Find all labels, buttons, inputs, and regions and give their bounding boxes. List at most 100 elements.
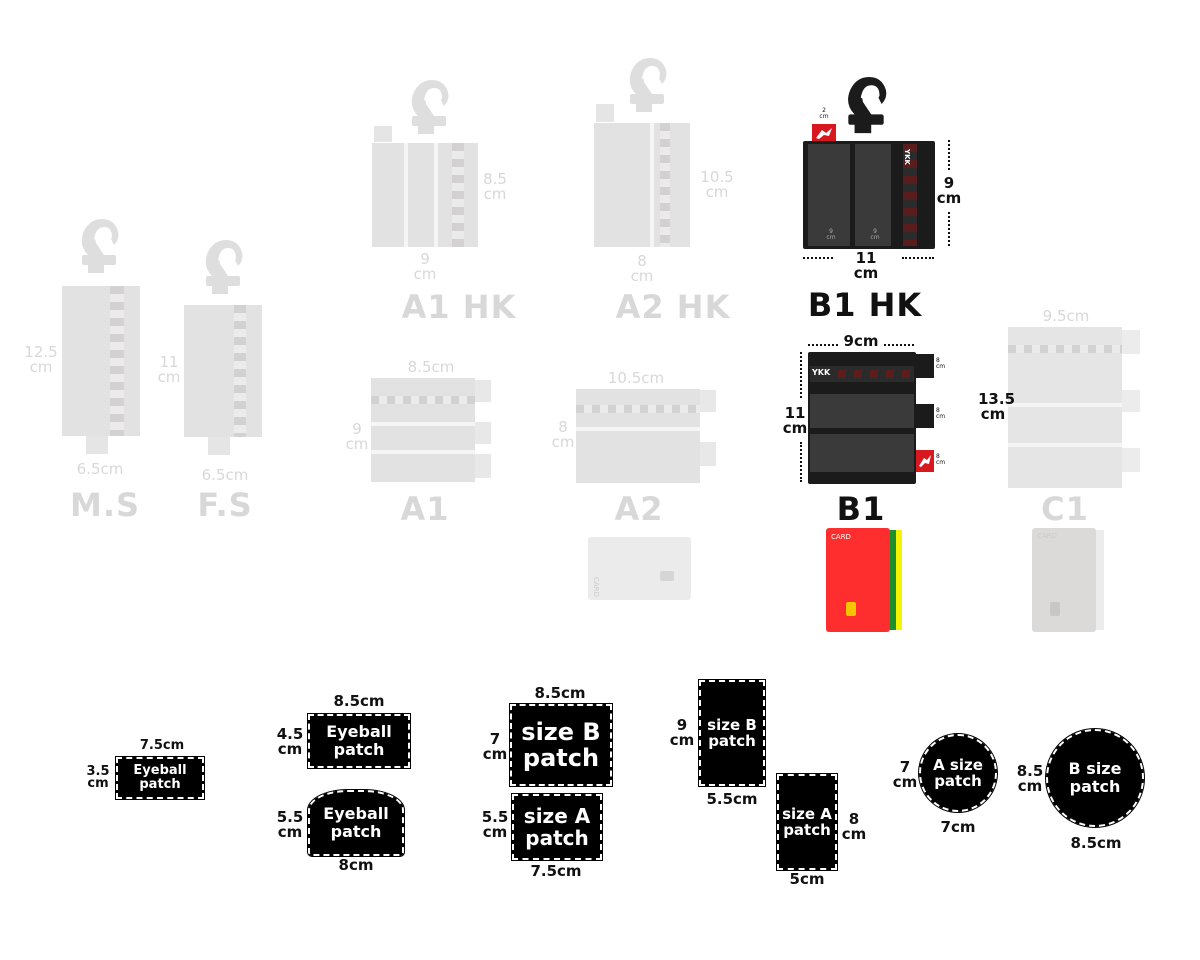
p1-width: 7.5cm [139, 738, 185, 753]
p4-text1: size B [521, 717, 601, 746]
a2-height-unit: cm [551, 433, 575, 451]
fs-width: 6.5cm [201, 466, 249, 484]
b1hk-height-unit: cm [936, 189, 962, 207]
wolf-logo-icon [812, 124, 836, 144]
hook-icon [74, 215, 124, 275]
p3-width: 8cm [338, 856, 374, 874]
c1-height: 13.5 [978, 390, 1016, 408]
b1hk-pocket-a-u: cm [826, 234, 836, 241]
a2hk-width: 8 [637, 252, 647, 270]
p1-text2: patch [139, 777, 181, 792]
p4-height-unit: cm [482, 745, 508, 763]
card-chip-icon [660, 571, 674, 581]
p3-text1: Eyeball [323, 804, 389, 824]
a1hk-width-unit: cm [413, 265, 437, 283]
a1-height-unit: cm [345, 435, 369, 453]
b1hk-body: YKK 9 cm 9 cm [803, 141, 935, 249]
a2hk-height: 10.5 [700, 168, 734, 186]
p7-text1: size A [782, 804, 832, 823]
fs-label: F.S [197, 486, 253, 524]
b1hk-width-unit: cm [853, 264, 879, 282]
b1hk-pocket-b: 9 [873, 228, 877, 235]
a2hk-label: A2 HK [615, 288, 731, 326]
p8-height: 7 [899, 758, 911, 776]
b1-width: 9cm [843, 332, 879, 350]
a2-body [576, 389, 700, 483]
card-chip-icon [1050, 602, 1060, 616]
c1-body [1008, 327, 1122, 488]
ykk-brand-label: YKK [812, 368, 831, 377]
ms-width: 6.5cm [76, 460, 124, 478]
b1-side-c: 8 [936, 453, 940, 460]
p5-width: 7.5cm [530, 862, 582, 880]
p8-height-unit: cm [892, 773, 918, 791]
p2-height: 4.5 [276, 725, 304, 743]
p6-width: 5.5cm [706, 790, 758, 808]
a1hk-body [372, 143, 478, 247]
a1hk-height-unit: cm [483, 185, 507, 203]
p2-text1: Eyeball [326, 722, 392, 742]
b1hk-pocket-b-u: cm [870, 234, 880, 241]
a1hk-height: 8.5 [483, 170, 507, 188]
p2-text2: patch [333, 740, 385, 759]
b1-height-unit: cm [782, 419, 808, 437]
p4-width: 8.5cm [534, 684, 586, 702]
p1-text1: Eyeball [133, 762, 187, 778]
a1-body [371, 378, 475, 482]
a2hk-width-unit: cm [630, 267, 654, 285]
p7-width: 5cm [789, 870, 825, 888]
p1-height-unit: cm [87, 776, 109, 791]
p9-text1: B size [1068, 759, 1122, 779]
b1-body: YKK [808, 352, 916, 484]
p8-width: 7cm [940, 818, 976, 836]
b1-card: CARD [826, 528, 902, 632]
b1-label: B1 [836, 490, 886, 528]
card-chip-icon [846, 602, 856, 616]
p2-width: 8.5cm [333, 692, 385, 710]
fs-height: 11 [159, 353, 179, 371]
p6-text2: patch [708, 732, 756, 750]
a1-height: 9 [352, 420, 362, 438]
p8-text2: patch [934, 772, 982, 790]
p9-text2: patch [1069, 777, 1121, 796]
a2hk-height-unit: cm [705, 183, 729, 201]
a1hk-width: 9 [420, 250, 430, 268]
p6-height: 9 [676, 716, 688, 734]
p1-height: 3.5 [86, 764, 110, 779]
a1-label: A1 [400, 490, 450, 528]
ms-label: M.S [69, 486, 141, 524]
b1hk-height: 9 [943, 174, 955, 192]
p2-height-unit: cm [277, 740, 303, 758]
hook-icon [622, 54, 672, 114]
hook-icon [840, 72, 892, 136]
p8-text1: A size [933, 755, 983, 774]
p5-text2: patch [525, 826, 589, 850]
p5-height: 5.5 [481, 808, 509, 826]
p3-height-unit: cm [277, 823, 303, 841]
b1hk-patch-u: cm [819, 113, 829, 120]
b1hk-width: 11 [855, 249, 877, 267]
b1-side-a: 8 [936, 357, 940, 364]
p5-height-unit: cm [482, 823, 508, 841]
b1hk-label: B1 HK [807, 286, 923, 324]
p6-text1: size B [707, 715, 757, 734]
p4-text2: patch [522, 744, 600, 772]
p3-height: 5.5 [276, 808, 304, 826]
p7-text2: patch [783, 821, 831, 839]
a2-label: A2 [614, 490, 664, 528]
ms-body [62, 286, 140, 436]
c1-label: C1 [1041, 490, 1089, 528]
ms-height-unit: cm [29, 358, 53, 376]
a1-width: 8.5cm [407, 358, 455, 376]
c1-width: 9.5cm [1042, 307, 1090, 325]
a2hk-body [594, 123, 690, 247]
